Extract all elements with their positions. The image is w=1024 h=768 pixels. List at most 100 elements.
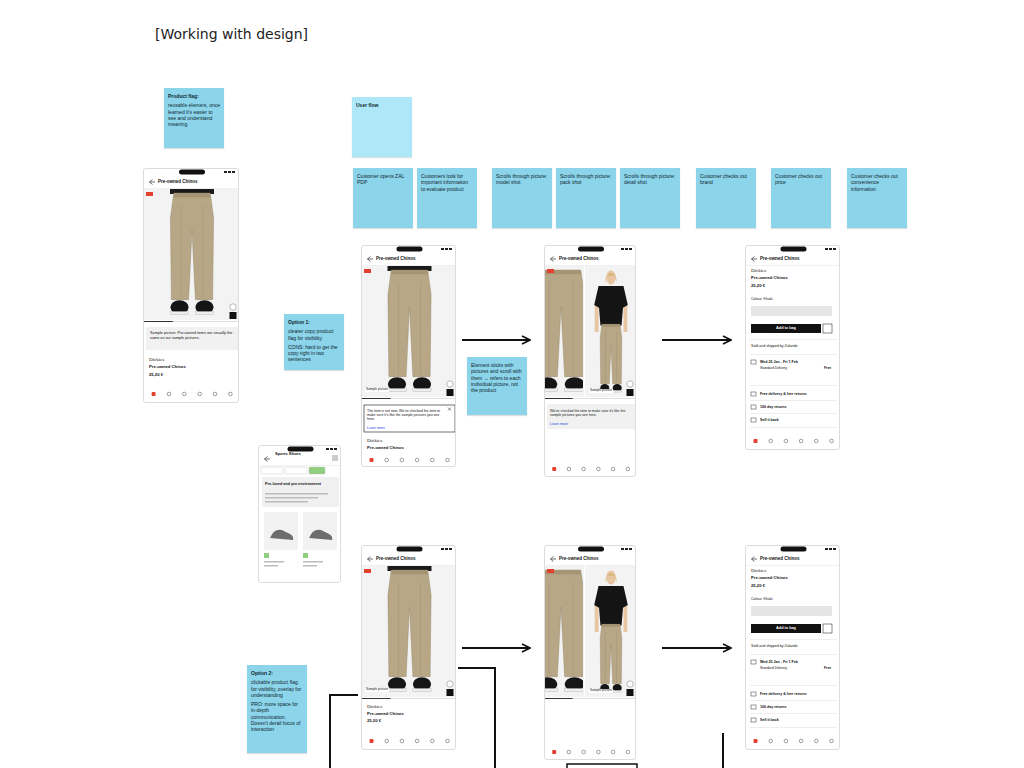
nav-icon xyxy=(385,458,389,462)
screen-text: 25,20 € xyxy=(149,372,229,377)
progress-bar xyxy=(545,398,573,399)
progress-track xyxy=(362,698,456,699)
divider xyxy=(750,700,837,702)
wishlist-button xyxy=(823,324,832,333)
divider xyxy=(750,413,837,415)
phone-mockup: Pre-owned ChinosDickiesPre-owned Chinos2… xyxy=(745,545,840,750)
note-text: Customer checks out convenience informat… xyxy=(851,173,903,192)
chinos-figure xyxy=(600,324,622,383)
phone-notch xyxy=(781,247,807,252)
status-icon xyxy=(330,448,333,450)
shoe-sole xyxy=(613,690,622,692)
screen-text: Dickies xyxy=(367,438,447,444)
nav-icon xyxy=(830,739,834,743)
nav-icon xyxy=(446,458,450,462)
nav-icon xyxy=(582,467,586,471)
wishlist-button xyxy=(823,624,832,633)
nav-icon xyxy=(815,439,819,443)
nav-icon xyxy=(597,467,601,471)
status-icon xyxy=(825,548,828,550)
bag-icon xyxy=(627,389,634,396)
info-icon xyxy=(751,692,756,696)
info-icon xyxy=(751,705,756,709)
progress-track xyxy=(362,398,456,399)
sticky-note: Option 1:clearer copy product flag for v… xyxy=(284,314,344,370)
status-icon xyxy=(629,548,632,550)
nav-icon xyxy=(769,739,773,743)
sticky-note: Option 2:clickable product flag for visi… xyxy=(247,665,307,753)
screen-text: Free xyxy=(824,366,831,370)
status-icon xyxy=(334,448,337,450)
phone-mockup: Pre-owned ChinosSample picture: Pre-owne… xyxy=(143,168,239,403)
progress-bar xyxy=(144,321,173,322)
phone-screen xyxy=(545,546,636,760)
status-icon xyxy=(449,548,452,550)
sticky-note: Customer checks out brand xyxy=(696,168,756,228)
phone-notch xyxy=(578,247,604,252)
phone-mockup: Pre-owned ChinosSample pictureDickiesPre… xyxy=(361,545,456,750)
screen-text: Learn more xyxy=(367,426,385,430)
bag-icon xyxy=(447,389,454,396)
header-divider xyxy=(545,565,636,567)
waistband xyxy=(391,570,427,574)
screen-text: Sports Shoes xyxy=(275,452,325,457)
back-arrow xyxy=(368,257,374,262)
phone-mockup: Pre-owned ChinosSample picture xyxy=(544,545,636,760)
note-text: Customer checks out price xyxy=(775,173,827,186)
flow-line xyxy=(330,695,358,768)
crease-line xyxy=(549,282,573,375)
screen-text: Sample picture xyxy=(365,388,389,392)
nav-icon xyxy=(415,739,419,743)
overlay-box xyxy=(364,405,455,432)
header-divider xyxy=(362,565,456,567)
model-arm xyxy=(623,304,627,332)
status-icon xyxy=(232,171,235,173)
header-divider xyxy=(144,188,239,190)
pack-shot xyxy=(545,270,584,392)
flow-arrow xyxy=(662,339,731,341)
back-arrow xyxy=(752,557,758,562)
screen-text: Sample picture: Pre-owned items are visu… xyxy=(150,331,234,340)
status-icon xyxy=(449,248,452,250)
note-heading: User flow xyxy=(356,102,408,108)
info-box xyxy=(262,477,339,507)
screen-text: Wed 25 Jan - Fri 1 Feb xyxy=(760,660,830,664)
size-dropdown xyxy=(751,306,832,316)
filter-chip xyxy=(261,467,283,474)
progress-bar xyxy=(545,698,573,699)
status-icon xyxy=(224,171,227,173)
crease-line xyxy=(549,582,573,675)
filter-chip xyxy=(309,467,325,474)
info-icon xyxy=(751,418,756,422)
bag-icon xyxy=(627,689,634,696)
phone-edge xyxy=(567,764,637,768)
header-divider xyxy=(362,265,456,267)
nav-icon xyxy=(370,739,374,743)
screen-text: Pre-owned Chinos xyxy=(760,556,830,561)
nav-icon xyxy=(611,467,615,471)
crease-line xyxy=(398,582,420,675)
nav-icon xyxy=(626,467,630,471)
nav-icon xyxy=(446,739,450,743)
status-icon xyxy=(441,248,444,250)
screen-text: Colour: Khaki xyxy=(751,597,831,601)
screen-text: Pre-owned Chinos xyxy=(559,256,629,261)
screen-text: Free delivery & free returns xyxy=(760,692,835,696)
close-icon xyxy=(448,408,451,411)
model-hair xyxy=(605,273,617,283)
screen-text: Pre-owned Chinos xyxy=(158,179,228,184)
info-icon xyxy=(751,392,756,396)
chinos-figure xyxy=(388,570,431,677)
red-flag xyxy=(547,269,554,273)
divider xyxy=(750,427,837,429)
screen-text: Dickies xyxy=(367,704,447,710)
screen-text: We've checked the item to make sure it's… xyxy=(550,409,630,417)
screen-text: Pre-owned Chinos xyxy=(559,556,629,561)
shoe-sole xyxy=(545,688,557,691)
copy-line xyxy=(265,493,328,495)
divider xyxy=(750,713,837,715)
phone-mockup: Pre-owned ChinosDickiesPre-owned Chinos2… xyxy=(745,245,840,450)
shoe-sole xyxy=(565,388,585,391)
screen-text: Colour: Khaki xyxy=(751,297,831,301)
header-divider xyxy=(746,565,840,567)
